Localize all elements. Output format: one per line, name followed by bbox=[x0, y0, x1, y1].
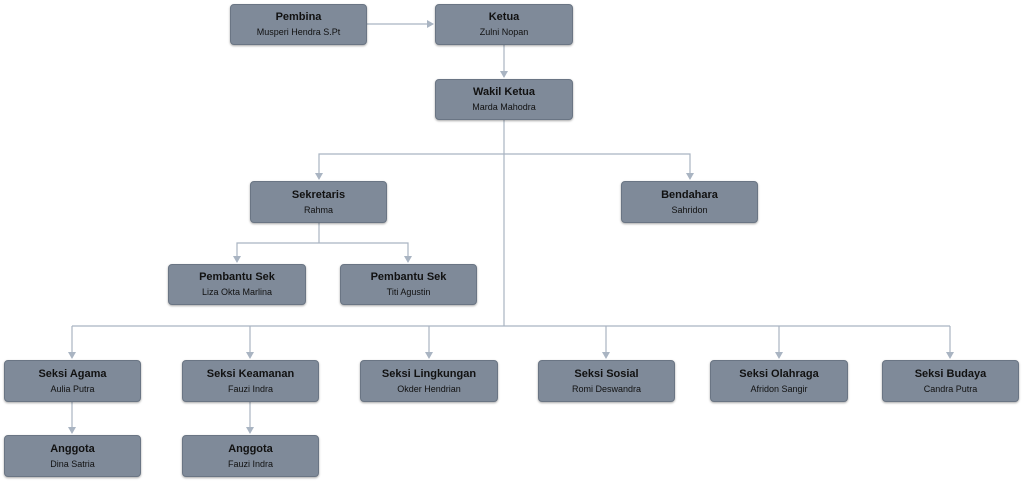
node-anggota-2[interactable]: Anggota Fauzi Indra bbox=[182, 435, 319, 477]
node-name: Dina Satria bbox=[50, 458, 95, 469]
node-name: Afridon Sangir bbox=[750, 383, 808, 394]
node-name: Rahma bbox=[303, 204, 333, 215]
link-sekretaris-pembantu1 bbox=[233, 242, 319, 263]
node-title: Sekretaris bbox=[291, 188, 346, 201]
node-title: Pembina bbox=[275, 11, 322, 23]
node-name: Candra Putra bbox=[923, 383, 978, 394]
node-title: Seksi Olahraga bbox=[739, 367, 819, 380]
node-name: Aulia Putra bbox=[50, 383, 95, 394]
node-title: Seksi Keamanan bbox=[206, 367, 295, 380]
node-title: Seksi Sosial bbox=[574, 367, 639, 380]
node-title: Anggota bbox=[50, 442, 95, 455]
node-title: Seksi Budaya bbox=[914, 367, 987, 380]
node-name: Fauzi Indra bbox=[227, 383, 274, 394]
node-seksi-keamanan[interactable]: Seksi Keamanan Fauzi Indra bbox=[182, 360, 319, 402]
node-name: Zulni Nopan bbox=[479, 27, 529, 37]
node-title: Bendahara bbox=[661, 188, 718, 201]
node-seksi-budaya[interactable]: Seksi Budaya Candra Putra bbox=[882, 360, 1019, 402]
node-title: Ketua bbox=[488, 11, 520, 23]
node-pembantu-sek-1[interactable]: Pembantu Sek Liza Okta Marlina bbox=[168, 264, 306, 305]
node-name: Musperi Hendra S.Pt bbox=[256, 27, 341, 37]
node-seksi-sosial[interactable]: Seksi Sosial Romi Deswandra bbox=[538, 360, 675, 402]
node-seksi-agama[interactable]: Seksi Agama Aulia Putra bbox=[4, 360, 141, 402]
node-wakil-ketua[interactable]: Wakil Ketua Marda Mahodra bbox=[435, 79, 573, 120]
node-title: Wakil Ketua bbox=[473, 86, 535, 98]
node-title: Pembantu Sek bbox=[199, 271, 275, 283]
node-anggota-1[interactable]: Anggota Dina Satria bbox=[4, 435, 141, 477]
node-pembantu-sek-2[interactable]: Pembantu Sek Titi Agustin bbox=[340, 264, 477, 305]
node-title: Seksi Lingkungan bbox=[381, 367, 477, 380]
node-title: Anggota bbox=[228, 442, 273, 455]
link-wakil-sekretaris bbox=[315, 153, 504, 180]
node-title: Pembantu Sek bbox=[370, 271, 447, 283]
link-sekretaris-pembantu2 bbox=[319, 242, 412, 263]
node-name: Romi Deswandra bbox=[571, 383, 642, 394]
node-seksi-lingkungan[interactable]: Seksi Lingkungan Okder Hendrian bbox=[360, 360, 498, 402]
node-name: Titi Agustin bbox=[386, 287, 431, 297]
node-pembina[interactable]: Pembina Musperi Hendra S.Pt bbox=[230, 4, 367, 45]
node-name: Okder Hendrian bbox=[397, 383, 461, 394]
node-sekretaris[interactable]: Sekretaris Rahma bbox=[250, 181, 387, 223]
node-title: Seksi Agama bbox=[38, 367, 107, 380]
node-seksi-olahraga[interactable]: Seksi Olahraga Afridon Sangir bbox=[710, 360, 848, 402]
link-wakil-bendahara bbox=[504, 153, 694, 180]
node-name: Fauzi Indra bbox=[227, 458, 274, 469]
node-name: Sahridon bbox=[671, 204, 708, 215]
node-ketua[interactable]: Ketua Zulni Nopan bbox=[435, 4, 573, 45]
node-bendahara[interactable]: Bendahara Sahridon bbox=[621, 181, 758, 223]
node-name: Marda Mahodra bbox=[472, 102, 536, 112]
node-name: Liza Okta Marlina bbox=[201, 287, 273, 297]
